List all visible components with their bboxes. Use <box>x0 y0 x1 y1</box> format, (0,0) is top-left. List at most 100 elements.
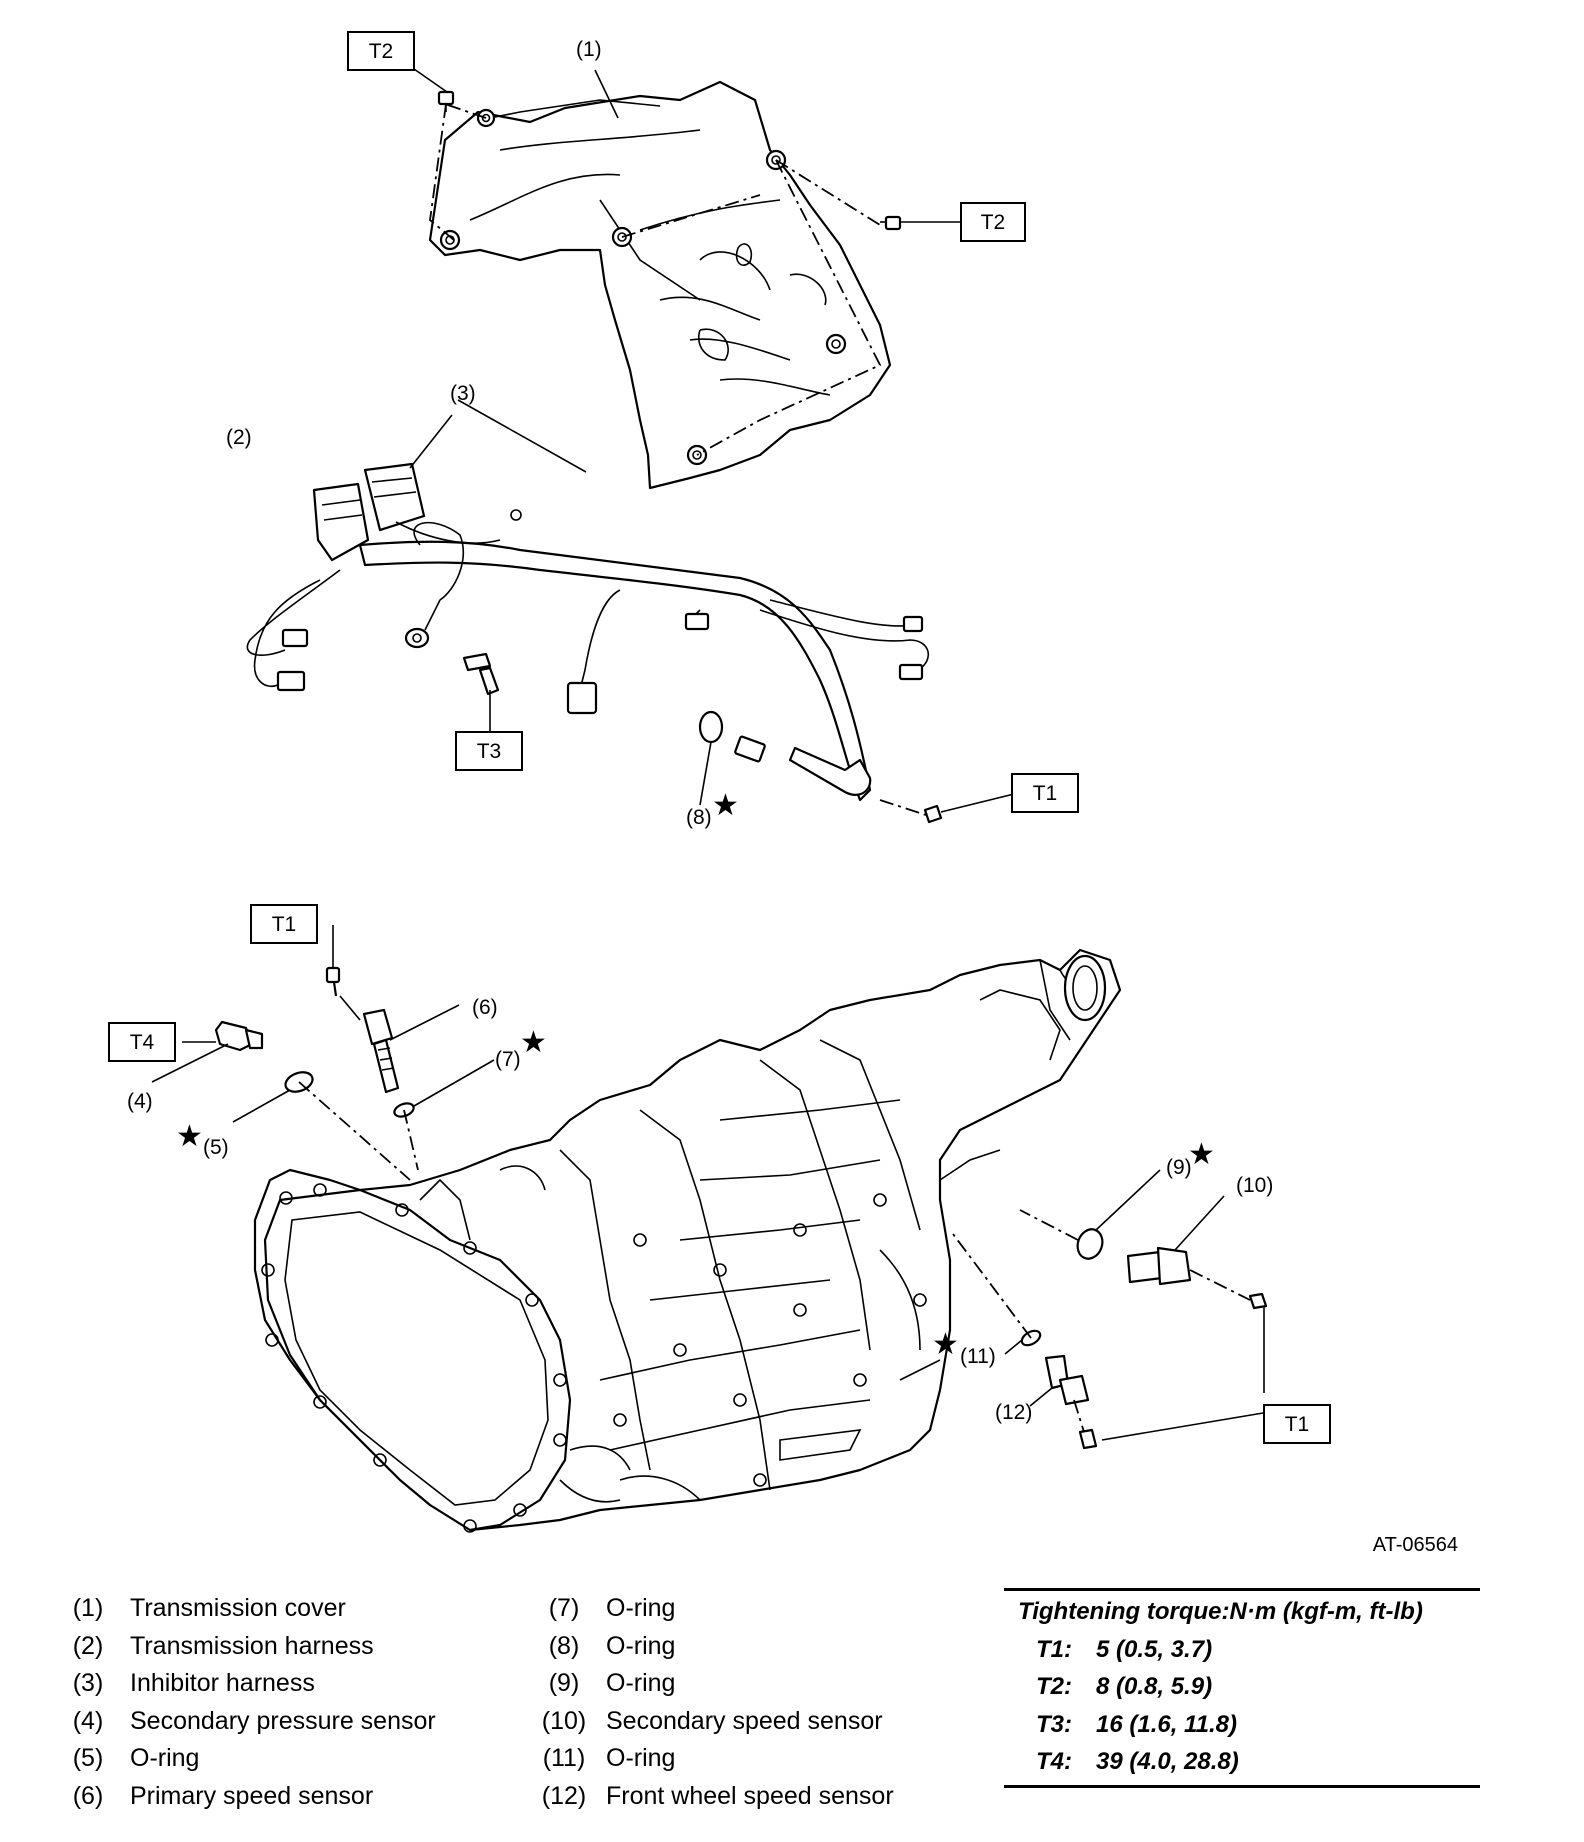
o-ring-9 <box>1076 1228 1104 1260</box>
label-part-9: (9) <box>1166 1156 1192 1179</box>
star-part-5: ★ <box>176 1120 203 1153</box>
svg-text:T1: T1 <box>1033 782 1058 805</box>
legend-item-number: (3) <box>72 1669 104 1698</box>
label-part-3: (3) <box>450 382 476 405</box>
legend-item-number: (11) <box>542 1744 586 1773</box>
legend-item-number: (2) <box>72 1631 104 1660</box>
transmission-cover-part <box>428 80 892 490</box>
star-part-11: ★ <box>932 1328 959 1361</box>
bolt-t1-harness <box>879 793 1015 824</box>
legend-item-number: (4) <box>72 1706 104 1735</box>
star-part-9: ★ <box>1188 1138 1215 1171</box>
torque-box-t1-harness: T1 <box>1011 773 1079 813</box>
legend-item-name: O-ring <box>606 1631 676 1660</box>
star-part-7: ★ <box>520 1026 547 1059</box>
star-part-8: ★ <box>712 789 739 822</box>
torque-box-t4: T4 <box>108 1022 176 1062</box>
secondary-speed-sensor-part <box>1126 1195 1268 1310</box>
torque-table-title: Tightening torque:N·m (kgf-m, ft-lb) <box>1018 1598 1423 1625</box>
svg-text:T2: T2 <box>981 211 1006 234</box>
torque-value: 16 (1.6, 11.8) <box>1096 1710 1237 1738</box>
legend-item: (12) Front wheel speed sensor <box>538 1778 894 1816</box>
legend-item-name: O-ring <box>606 1594 676 1622</box>
legend-item-number: (6) <box>72 1781 104 1810</box>
torque-row: T1: 5 (0.5, 3.7) <box>1004 1631 1480 1669</box>
svg-text:T3: T3 <box>477 740 502 763</box>
legend-left: (1) Transmission cover (2) Transmission har… <box>62 1590 436 1816</box>
legend-item-number: (9) <box>548 1669 580 1698</box>
legend-item-number: (7) <box>548 1594 580 1622</box>
legend-item-name: Transmission cover <box>130 1594 346 1622</box>
torque-table: Tightening torque:N·m (kgf-m, ft-lb) T1:… <box>1004 1588 1480 1788</box>
legend-item: (11) O-ring <box>538 1740 894 1778</box>
torque-key: T4: <box>1036 1748 1072 1776</box>
legend-item-number: (12) <box>541 1781 587 1810</box>
label-part-6: (6) <box>472 996 498 1019</box>
bolt-t2-left <box>437 90 455 112</box>
label-part-12: (12) <box>995 1401 1032 1424</box>
legend-item: (1) Transmission cover <box>62 1590 436 1628</box>
torque-row: T4: 39 (4.0, 28.8) <box>1004 1743 1480 1781</box>
legend-item: (5) O-ring <box>62 1740 436 1778</box>
legend-item-name: Secondary speed sensor <box>606 1706 883 1735</box>
legend-item-name: Inhibitor harness <box>130 1669 315 1698</box>
legend-item: (6) Primary speed sensor <box>62 1778 436 1816</box>
flange-bolt-holes <box>261 1183 567 1533</box>
legend-item-name: Front wheel speed sensor <box>606 1781 894 1810</box>
svg-text:T1: T1 <box>1285 1413 1310 1436</box>
inhibitor-harness-part <box>395 521 501 544</box>
torque-value: 8 (0.8, 5.9) <box>1096 1673 1213 1701</box>
legend-item-number: (1) <box>72 1594 104 1622</box>
label-part-10: (10) <box>1236 1174 1273 1197</box>
torque-box-t2-top-right: T2 <box>960 202 1026 242</box>
torque-value: 5 (0.5, 3.7) <box>1096 1635 1213 1663</box>
primary-speed-sensor-part <box>325 940 460 1094</box>
torque-value: 39 (4.0, 28.8) <box>1096 1748 1239 1776</box>
transmission-body <box>253 948 1122 1533</box>
bolt-t2-right <box>880 215 902 231</box>
secondary-pressure-sensor-part <box>151 1020 264 1083</box>
legend-item-name: Primary speed sensor <box>130 1781 374 1810</box>
figure-code: AT-06564 <box>1373 1534 1458 1556</box>
torque-key: T3: <box>1036 1710 1072 1738</box>
front-wheel-speed-sensor-part <box>1029 1354 1098 1450</box>
torque-key: T1: <box>1036 1635 1072 1663</box>
torque-box-t1-right: T1 <box>1263 1404 1331 1444</box>
torque-box-t2-top-left: T2 <box>347 31 415 71</box>
legend-item-name: Transmission harness <box>130 1631 374 1660</box>
label-part-7: (7) <box>495 1048 521 1071</box>
svg-text:T2: T2 <box>369 40 394 63</box>
label-part-11: (11) <box>960 1345 996 1368</box>
legend-right: (7) O-ring (8) O-ring (9) O-ring (10) Secondary… <box>538 1590 894 1816</box>
label-part-1: (1) <box>576 38 602 61</box>
legend-item: (8) O-ring <box>538 1628 894 1666</box>
legend-item-number: (8) <box>548 1631 580 1660</box>
legend-item-name: O-ring <box>606 1669 676 1698</box>
label-part-2: (2) <box>226 426 252 449</box>
svg-text:T1: T1 <box>272 913 297 936</box>
legend-item-number: (10) <box>541 1706 587 1735</box>
torque-box-t3: T3 <box>455 731 523 771</box>
legend-item-name: O-ring <box>130 1744 200 1773</box>
torque-row: T2: 8 (0.8, 5.9) <box>1004 1668 1480 1706</box>
label-part-5: (5) <box>203 1136 229 1159</box>
torque-row: T3: 16 (1.6, 11.8) <box>1004 1706 1480 1744</box>
legend-item-name: Secondary pressure sensor <box>130 1706 436 1735</box>
torque-key: T2: <box>1036 1673 1072 1701</box>
label-part-4: (4) <box>127 1090 153 1113</box>
legend-item: (10) Secondary speed sensor <box>538 1703 894 1741</box>
legend-item: (2) Transmission harness <box>62 1628 436 1666</box>
label-part-8: (8) <box>686 806 712 829</box>
legend-item: (9) O-ring <box>538 1665 894 1703</box>
legend-item-number: (5) <box>72 1744 104 1773</box>
bolt-t3 <box>462 652 500 740</box>
torque-box-t1-primary: T1 <box>250 904 318 944</box>
o-ring-8 <box>698 710 724 744</box>
svg-text:T4: T4 <box>130 1031 155 1054</box>
legend-item: (7) O-ring <box>538 1590 894 1628</box>
legend-item-name: O-ring <box>606 1744 676 1773</box>
legend-item: (3) Inhibitor harness <box>62 1665 436 1703</box>
legend-item: (4) Secondary pressure sensor <box>62 1703 436 1741</box>
transmission-harness-part <box>246 462 930 802</box>
